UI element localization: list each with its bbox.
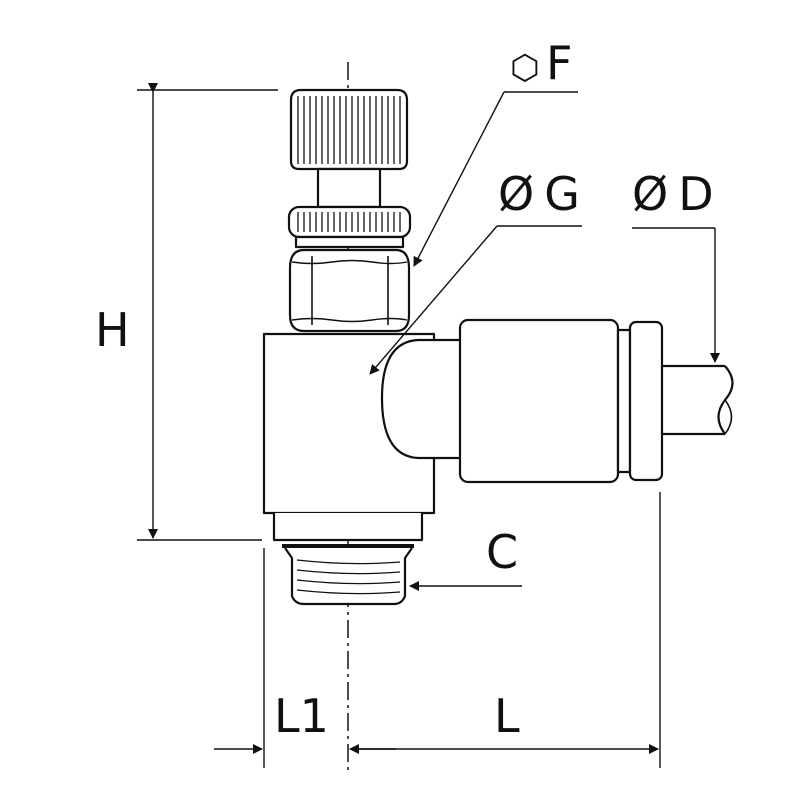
label-l1: L1 [274, 689, 329, 743]
extension-lines [263, 492, 661, 768]
collet-ring [616, 328, 632, 474]
collet-body [458, 318, 620, 484]
knurled-knob [289, 88, 409, 171]
threaded-stud [282, 544, 414, 606]
leader-g [369, 225, 582, 375]
hex-nut [288, 248, 411, 333]
stem [316, 167, 382, 209]
label-c: C [486, 525, 518, 579]
leader-d [632, 227, 720, 363]
leader-f [413, 91, 578, 267]
lock-ring [287, 205, 412, 239]
swivel-elbow [380, 338, 460, 460]
release-sleeve [628, 320, 664, 482]
hex-symbol: ⬡ [510, 48, 540, 88]
tube [662, 364, 734, 436]
dimension-h [137, 83, 278, 541]
neck [294, 235, 405, 249]
label-h: H [95, 303, 130, 357]
label-l: L [494, 689, 520, 743]
label-f: F [546, 36, 572, 90]
label-g: ØG [498, 167, 590, 221]
thread-shoulder [272, 513, 424, 542]
label-d: ØD [632, 167, 724, 221]
